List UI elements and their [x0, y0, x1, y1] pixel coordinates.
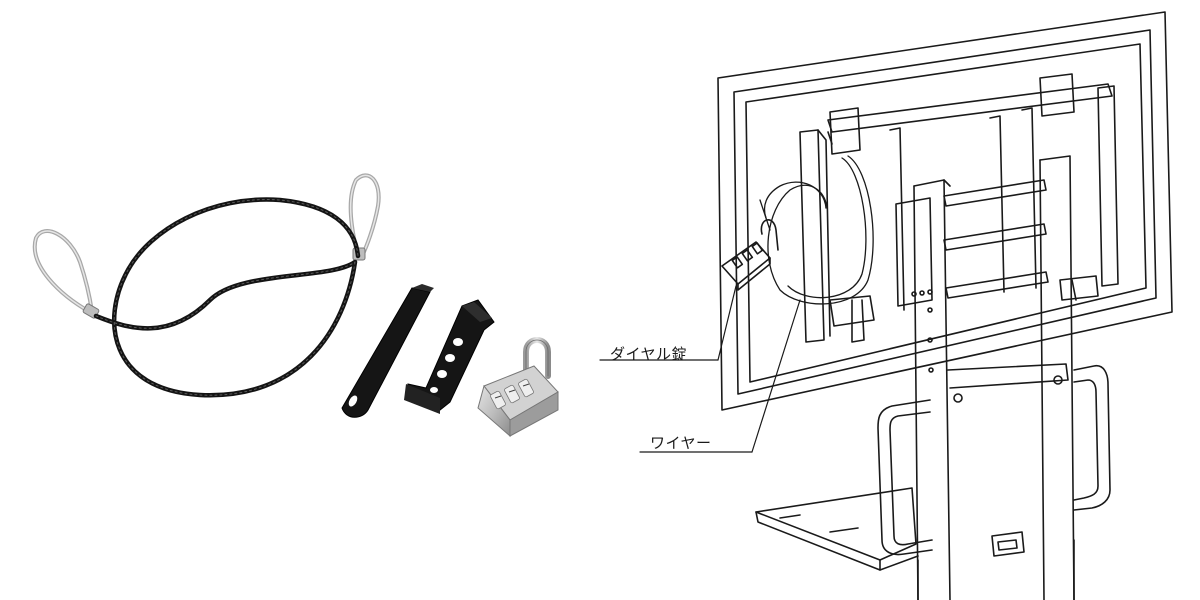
large-bracket-icon — [404, 299, 495, 414]
product-parts — [32, 173, 559, 438]
stand-column — [895, 155, 1075, 600]
callout-lines — [599, 285, 801, 453]
dial-lock-label: ダイヤル錠 — [610, 345, 688, 363]
wire-cable-icon — [32, 173, 381, 398]
small-bracket-icon — [341, 284, 434, 418]
installed-wire-icon — [759, 155, 874, 305]
combination-padlock-icon — [477, 337, 559, 438]
wire-label: ワイヤー — [650, 434, 712, 452]
stand-base — [755, 363, 1111, 600]
installed-padlock-icon — [721, 219, 779, 291]
wall-mount-frame — [799, 73, 1119, 343]
tv-panel — [717, 11, 1173, 411]
